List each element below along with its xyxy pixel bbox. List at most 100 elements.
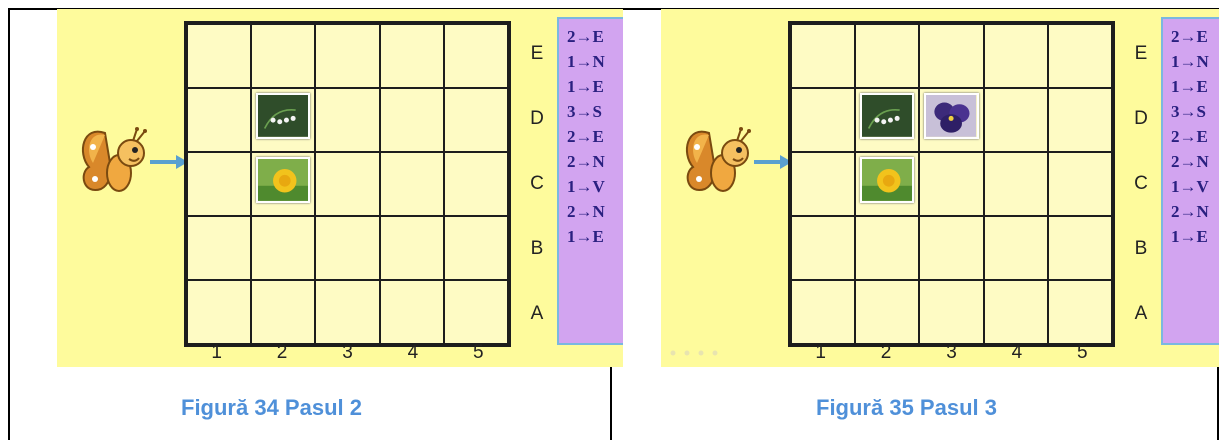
arrow-right-icon [754, 155, 792, 169]
cell-A4 [380, 280, 444, 344]
instruction-item: 1→V [567, 174, 623, 199]
lily-of-the-valley-image [860, 93, 914, 139]
cell-B5 [444, 216, 508, 280]
column-label: 2 [277, 342, 288, 367]
figure-34: E D C B A 1 2 3 4 5 2→E 1→N 1→E 3→S 2→E … [57, 9, 623, 367]
arrow-right-icon [150, 155, 188, 169]
column-labels: 1 2 3 4 5 [788, 342, 1115, 367]
cell-E5 [444, 24, 508, 88]
cell-A3 [315, 280, 379, 344]
grid-board [788, 21, 1115, 347]
figure-caption: Figură 34 Pasul 2 [181, 395, 362, 421]
cell-E5 [1048, 24, 1112, 88]
cell-B1 [791, 216, 855, 280]
column-label: 3 [946, 342, 957, 367]
cell-A5 [1048, 280, 1112, 344]
cell-D3 [919, 88, 983, 152]
cell-A5 [444, 280, 508, 344]
row-label: E [1135, 43, 1148, 65]
cell-B2 [251, 216, 315, 280]
instruction-item: 1→N [1171, 49, 1219, 74]
dandelion-image [256, 157, 310, 203]
instruction-item: 1→E [1171, 74, 1219, 99]
instruction-item: 1→E [567, 224, 623, 249]
figure-35: E D C B A 1 2 3 4 5 2→E 1→N 1→E 3→S 2→E … [661, 9, 1219, 367]
cell-C2 [855, 152, 919, 216]
cell-D1 [791, 88, 855, 152]
cell-E3 [315, 24, 379, 88]
cell-E4 [380, 24, 444, 88]
cell-A3 [919, 280, 983, 344]
cell-C1 [791, 152, 855, 216]
cell-D2 [855, 88, 919, 152]
grid-board [184, 21, 511, 347]
row-labels: E D C B A [1131, 21, 1151, 347]
cell-A1 [187, 280, 251, 344]
cell-A1 [791, 280, 855, 344]
row-label: C [530, 173, 544, 195]
instruction-item: 2→N [1171, 199, 1219, 224]
instruction-item: 2→N [567, 149, 623, 174]
row-labels: E D C B A [527, 21, 547, 347]
cell-D4 [380, 88, 444, 152]
instruction-item: 2→E [567, 24, 623, 49]
row-label: B [531, 238, 544, 260]
cell-E2 [251, 24, 315, 88]
figure-caption: Figură 35 Pasul 3 [816, 395, 997, 421]
cell-D2 [251, 88, 315, 152]
column-label: 4 [1012, 342, 1023, 367]
lily-of-the-valley-image [256, 93, 310, 139]
column-label: 5 [473, 342, 484, 367]
cell-D4 [984, 88, 1048, 152]
cell-C4 [984, 152, 1048, 216]
column-label: 5 [1077, 342, 1088, 367]
row-label: C [1134, 173, 1148, 195]
instruction-item: 1→N [567, 49, 623, 74]
cell-B2 [855, 216, 919, 280]
cell-A2 [855, 280, 919, 344]
cell-C3 [315, 152, 379, 216]
row-label: D [1134, 108, 1148, 130]
cell-E1 [791, 24, 855, 88]
cell-B3 [919, 216, 983, 280]
instruction-item: 2→N [567, 199, 623, 224]
cell-C3 [919, 152, 983, 216]
column-label: 4 [408, 342, 419, 367]
cell-D5 [1048, 88, 1112, 152]
cell-A2 [251, 280, 315, 344]
dandelion-image [860, 157, 914, 203]
cell-E3 [919, 24, 983, 88]
column-labels: 1 2 3 4 5 [184, 342, 511, 367]
cell-C2 [251, 152, 315, 216]
instruction-panel: 2→E 1→N 1→E 3→S 2→E 2→N 1→V 2→N 1→E [557, 17, 623, 345]
column-label: 1 [815, 342, 826, 367]
cell-C1 [187, 152, 251, 216]
instruction-item: 2→N [1171, 149, 1219, 174]
cell-D3 [315, 88, 379, 152]
instruction-item: 3→S [1171, 99, 1219, 124]
instruction-item: 1→E [567, 74, 623, 99]
cell-C5 [444, 152, 508, 216]
cell-A4 [984, 280, 1048, 344]
instruction-item: 1→V [1171, 174, 1219, 199]
column-label: 1 [211, 342, 222, 367]
row-label: A [531, 303, 544, 325]
cell-B1 [187, 216, 251, 280]
row-label: B [1135, 238, 1148, 260]
instruction-item: 2→E [1171, 24, 1219, 49]
instruction-item: 2→E [1171, 124, 1219, 149]
cell-E1 [187, 24, 251, 88]
cell-E2 [855, 24, 919, 88]
instruction-item: 3→S [567, 99, 623, 124]
cell-B4 [984, 216, 1048, 280]
cell-E4 [984, 24, 1048, 88]
slide-dots-decoration [665, 348, 735, 358]
row-label: E [531, 43, 544, 65]
cell-D5 [444, 88, 508, 152]
cell-D1 [187, 88, 251, 152]
pansy-image [924, 93, 978, 139]
cell-C4 [380, 152, 444, 216]
row-label: D [530, 108, 544, 130]
instruction-panel: 2→E 1→N 1→E 3→S 2→E 2→N 1→V 2→N 1→E [1161, 17, 1219, 345]
column-label: 3 [342, 342, 353, 367]
